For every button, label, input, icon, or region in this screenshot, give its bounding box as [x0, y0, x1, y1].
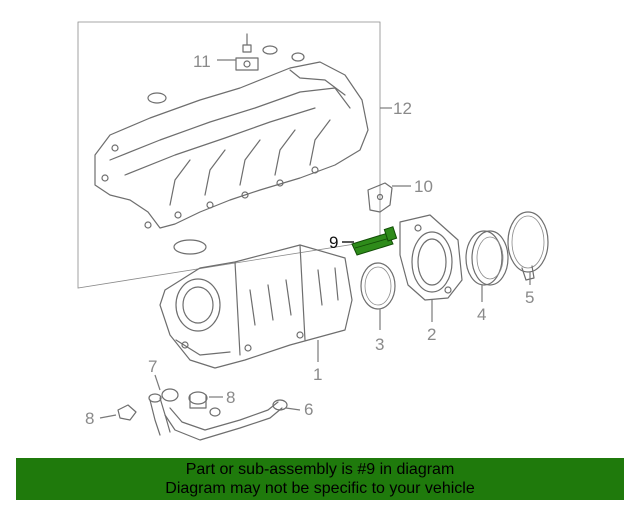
gasket-part-3: [360, 262, 396, 310]
clip-part-8-left: [117, 404, 137, 421]
bracket-part-10: [367, 182, 393, 213]
highlighted-part-9-sensor: [351, 226, 398, 256]
callout-6: 6: [304, 400, 313, 419]
callout-11: 11: [193, 52, 211, 71]
callout-8a: 8: [226, 388, 235, 407]
leader-6: [285, 407, 301, 411]
coolant-pipe-part-6: [164, 399, 288, 441]
callout-4: 4: [477, 305, 486, 324]
callout-2: 2: [427, 325, 436, 344]
callout-3: 3: [375, 335, 384, 354]
clip-part-8-right: [188, 391, 208, 409]
leader-8b: [99, 414, 117, 419]
hose-part-7: [148, 388, 179, 436]
callout-8b: 8: [85, 409, 94, 428]
fitting-small: [209, 407, 221, 417]
coupling-part-4: [465, 230, 509, 286]
callout-9: 9: [329, 233, 338, 252]
intake-manifold: [94, 45, 369, 229]
banner-line-part: Part or sub-assembly is #9 in diagram: [185, 461, 455, 478]
banner-line-disclaimer: Diagram may not be specific to your vehi…: [165, 480, 475, 497]
clamp-part-5: [507, 211, 549, 281]
stud-part-11: [235, 33, 259, 71]
manifold-gasket: [173, 239, 207, 255]
exploded-parts-diagram: 11 12 10 9 2 3 4 5 1 7 8 8 6: [77, 21, 549, 441]
callout-7: 7: [148, 357, 157, 376]
intercooler-part-1: [159, 244, 353, 369]
callout-12: 12: [393, 99, 412, 118]
throttle-body-part-2: [399, 214, 463, 301]
leader-7: [154, 374, 161, 391]
callout-1: 1: [313, 365, 322, 384]
part-notice-banner: Part or sub-assembly is #9 in diagram Di…: [16, 458, 624, 500]
callout-5: 5: [525, 288, 534, 307]
callout-10: 10: [414, 177, 433, 196]
